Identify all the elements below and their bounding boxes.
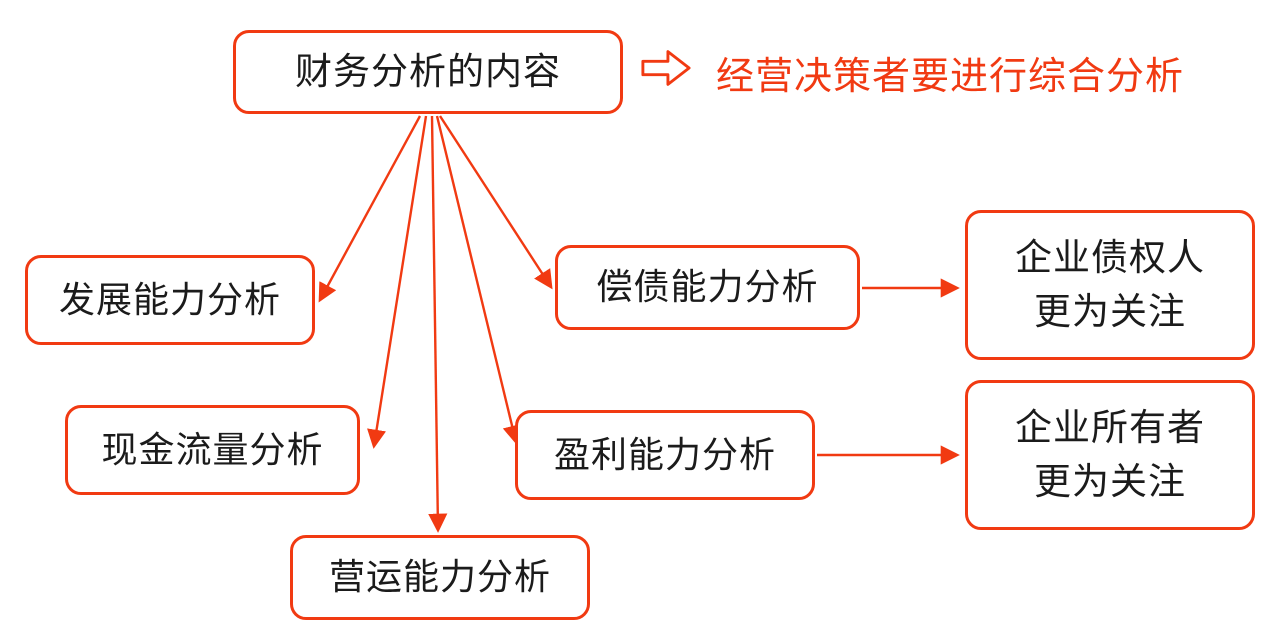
arrow-to-solvency <box>438 115 553 290</box>
node-solvency-analysis: 偿债能力分析 <box>555 245 860 330</box>
node-financial-analysis-content: 财务分析的内容 <box>233 30 623 114</box>
node-profitability-analysis: 盈利能力分析 <box>515 410 815 500</box>
arrow-to-development <box>318 115 422 303</box>
note-line: 企业债权人 <box>1015 237 1205 279</box>
note-line: 企业所有者 <box>1015 407 1205 449</box>
arrow-to-operating <box>428 115 448 533</box>
node-development-analysis: 发展能力分析 <box>25 255 315 345</box>
note-line: 更为关注 <box>1034 461 1186 502</box>
node-operating-analysis: 营运能力分析 <box>290 535 590 620</box>
note-owners-attention: 企业所有者 更为关注 <box>965 380 1255 530</box>
arrow-to-cashflow <box>367 115 428 449</box>
node-label: 财务分析的内容 <box>295 51 561 93</box>
node-cashflow-analysis: 现金流量分析 <box>65 405 360 495</box>
annotation-text: 经营决策者要进行综合分析 <box>716 55 1185 98</box>
node-label: 现金流量分析 <box>101 428 324 470</box>
node-label: 营运能力分析 <box>328 556 551 598</box>
node-label: 盈利能力分析 <box>553 433 776 475</box>
note-creditors-attention: 企业债权人 更为关注 <box>965 210 1255 360</box>
node-label: 偿债能力分析 <box>596 266 819 308</box>
note-line: 更为关注 <box>1034 291 1186 332</box>
block-arrow-icon <box>640 46 692 90</box>
arrow-to-profitability <box>435 115 522 445</box>
node-label: 发展能力分析 <box>58 278 281 320</box>
